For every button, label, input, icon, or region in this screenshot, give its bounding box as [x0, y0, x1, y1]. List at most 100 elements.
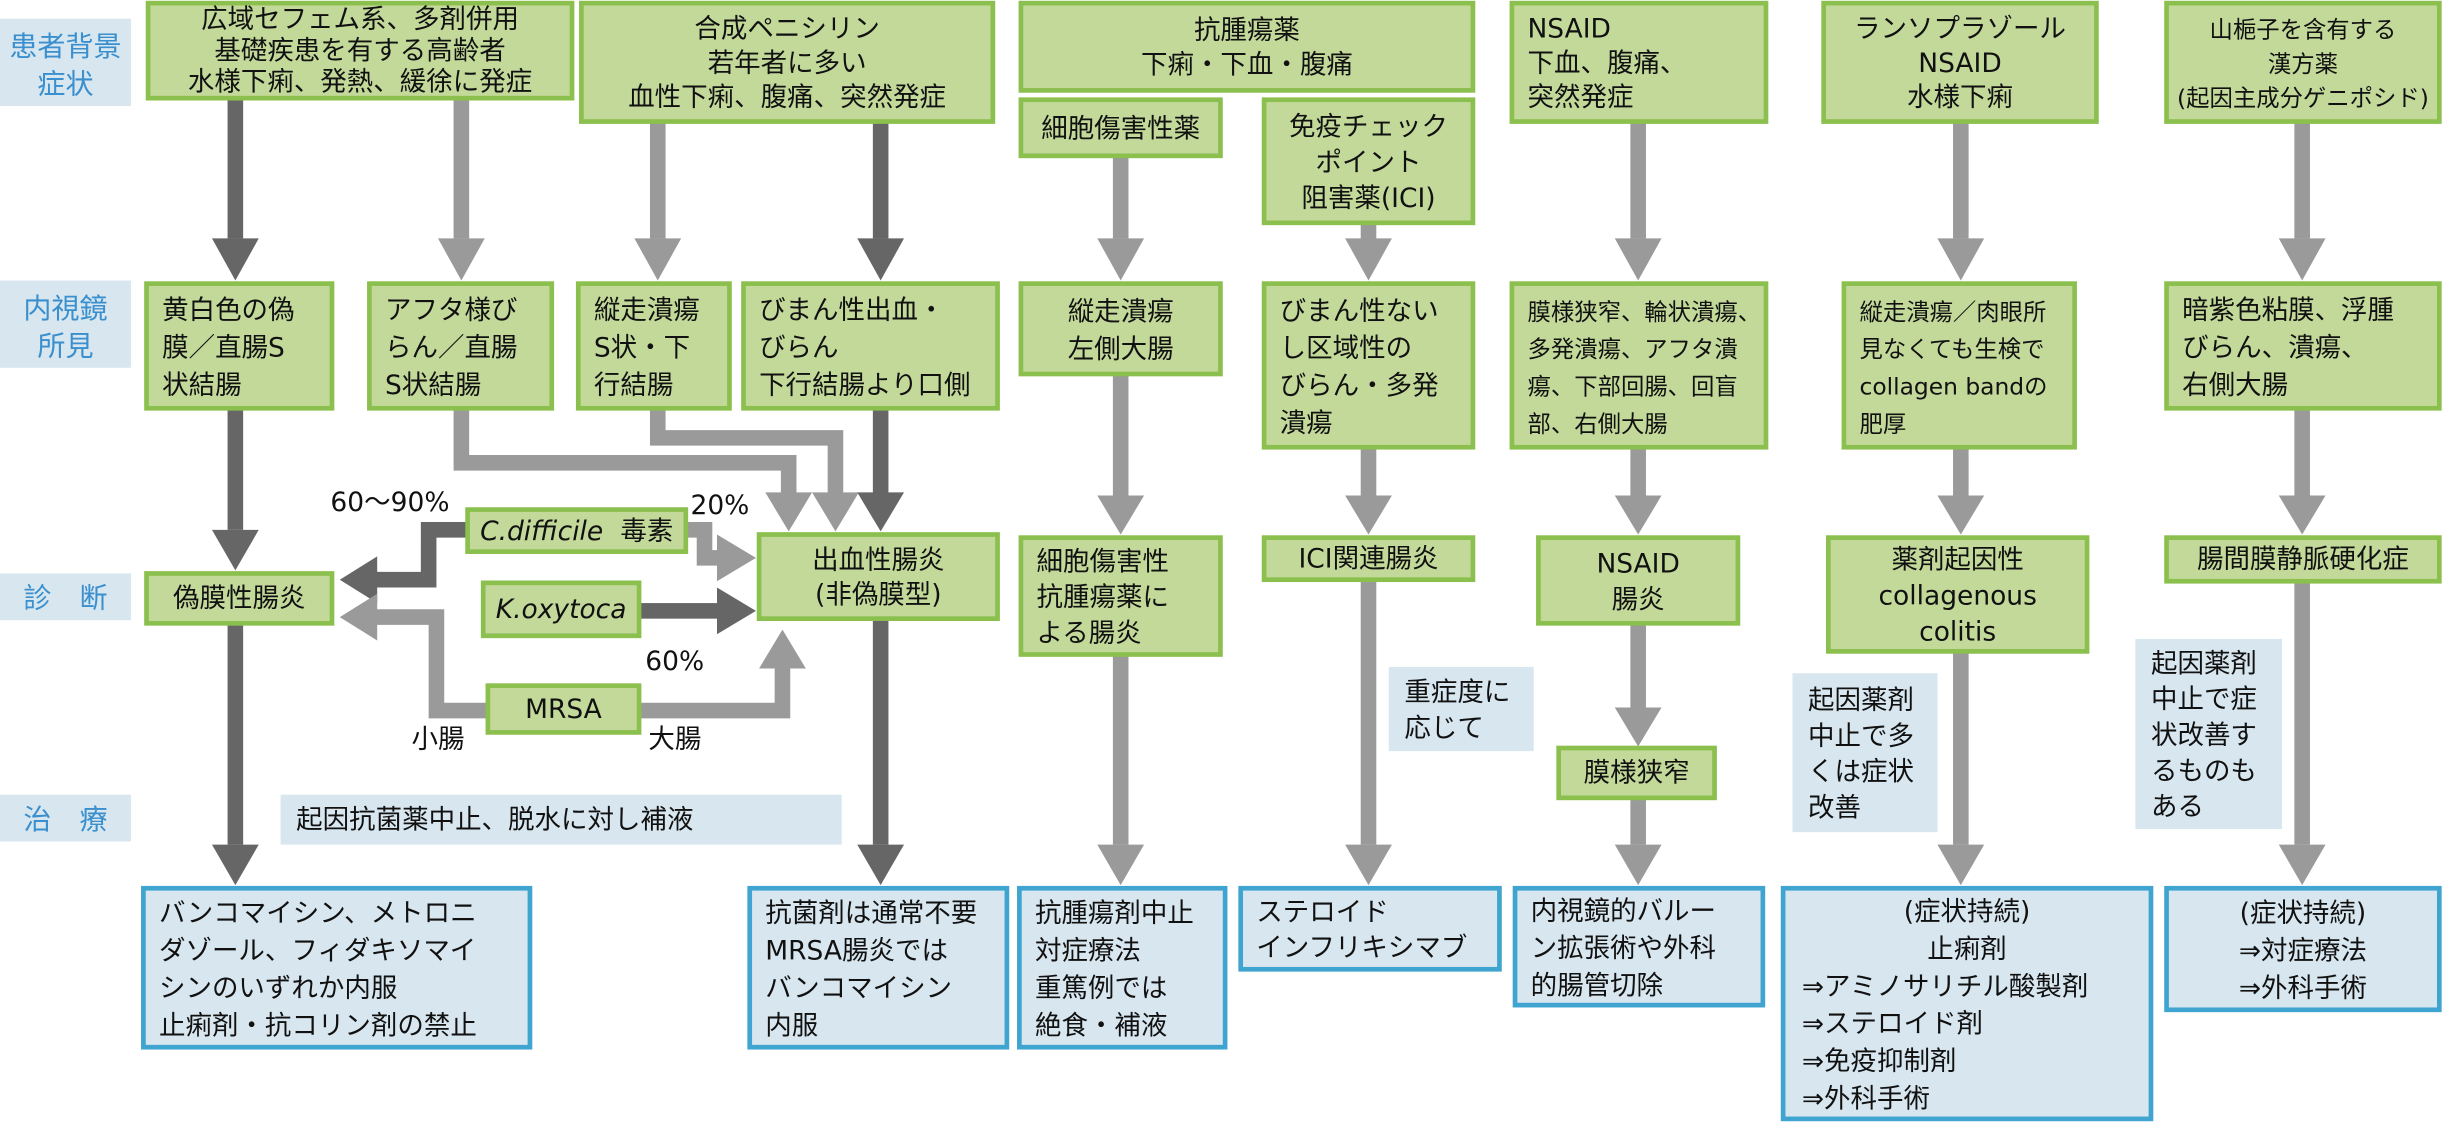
- row-label-treatment: 治 療: [0, 794, 131, 842]
- tx-collagenous-frame: [1780, 885, 2154, 1122]
- arrow-shaft: [649, 121, 666, 239]
- note-collagen-stop-text: 改善: [1808, 792, 1861, 823]
- dx-phlebosclerosis-text: 腸間膜静脈硬化症: [2197, 544, 2409, 575]
- arrow-head-down: [211, 844, 259, 886]
- arrow-path: [639, 666, 791, 719]
- arrow-head-down: [211, 238, 259, 281]
- endo-collagen-text: 縦走潰瘍／肉眼所: [1859, 298, 2046, 326]
- row-label-line: 内視鏡: [23, 292, 107, 325]
- arrow-head-down: [211, 529, 259, 571]
- endo-pseudomembrane-text: 状結腸: [162, 370, 241, 401]
- arrow-head-down: [634, 238, 682, 281]
- dx-cytotoxic-text: 抗腫瘍薬に: [1037, 582, 1169, 613]
- endo-longitudinal-frame: [575, 281, 732, 411]
- arrow-head-down: [857, 238, 905, 281]
- endo-pseudomembrane-frame: [144, 281, 335, 411]
- endo-sanshishi-text: 暗紫色粘膜、浮腫: [2182, 295, 2394, 326]
- arrow-head-down: [857, 492, 905, 532]
- arrow-head-down: [1097, 495, 1145, 535]
- endo-diffuse-text: びまん性出血・: [759, 295, 944, 326]
- bg-penicillin-text: 血性下痢、腹痛、突然発症: [628, 82, 946, 113]
- edge-label-small-intestine: 小腸: [411, 724, 464, 755]
- note-antibiotic-stop-frame: [280, 794, 842, 845]
- edge-label-60: 60%: [645, 646, 704, 677]
- tx-cytotoxic-text: 抗腫瘍剤中止: [1035, 898, 1194, 929]
- endo-ici-text: 潰瘍: [1280, 408, 1333, 439]
- endo-ici-text: びらん・多発: [1280, 371, 1439, 402]
- bg-cephem-frame: [145, 0, 575, 101]
- endo-sanshishi-text: びらん、潰瘍、: [2182, 332, 2367, 363]
- tx-phlebosclerosis-text: (症状持続): [2240, 898, 2367, 929]
- bg-sanshishi-text: (起因主成分ゲニポシド): [2177, 84, 2429, 112]
- dx-koxytoca-text: K.oxytoca: [496, 594, 627, 625]
- dx-hemorrhagic-frame: [756, 532, 1000, 621]
- arrow-head-down: [812, 492, 859, 532]
- arrow-shaft: [1630, 447, 1646, 496]
- bg-nsaid-text: 下血、腹痛、: [1528, 48, 1687, 79]
- tx-phlebosclerosis-frame: [2164, 885, 2442, 1013]
- endo-ici-text: し区域性の: [1280, 333, 1412, 364]
- endo-pseudomembrane-text: 膜／直腸S: [162, 332, 285, 363]
- tx-phlebosclerosis: (症状持続) ⇒対症療法 ⇒外科手術: [2164, 885, 2442, 1013]
- arrow-shaft: [872, 618, 889, 845]
- arrow-shaft: [1112, 374, 1129, 496]
- dx-phlebosclerosis-frame: [2164, 535, 2442, 584]
- tx-hemorrhagic-frame: [747, 885, 1010, 1050]
- arrow-shaft: [227, 623, 244, 845]
- arrow-path: [453, 408, 797, 496]
- tx-phlebosclerosis-text: ⇒対症療法: [2239, 935, 2367, 966]
- dx-mrsa: MRSA: [485, 683, 642, 735]
- endo-nsaid-text: 多発潰瘍、アフタ潰: [1528, 335, 1738, 363]
- endo-nsaid-frame: [1509, 281, 1769, 450]
- row-label-diagnosis: 診 断: [0, 573, 131, 621]
- note-antibiotic-stop-text: 起因抗菌薬中止、脱水に対し補液: [296, 804, 693, 835]
- dx-nsaid-frame: [1536, 535, 1741, 626]
- tx-ici-text: インフリキシマブ: [1256, 933, 1467, 964]
- nodes: 広域セフェム系、多剤併用基礎疾患を有する高齢者水様下痢、発熱、緩徐に発症合成ペニ…: [141, 0, 2442, 1122]
- bg-penicillin-text: 合成ペニシリン: [694, 14, 879, 45]
- note-antibiotic-stop: 起因抗菌薬中止、脱水に対し補液: [280, 794, 842, 845]
- note-severity-text: 応じて: [1404, 713, 1483, 744]
- arrow-shaft: [1953, 447, 1969, 496]
- endo-sanshishi-frame: [2164, 281, 2442, 411]
- arrow-head-down: [1614, 238, 1662, 281]
- edge-label-20: 20%: [690, 490, 749, 521]
- dx-koxytoca-frame: [480, 580, 642, 639]
- bg-antitumor-text: 下痢・下血・腹痛: [1141, 49, 1353, 80]
- dx-hemorrhagic: 出血性腸炎(非偽膜型): [756, 532, 1000, 621]
- endo-collagen-text: 肥厚: [1859, 410, 1906, 438]
- arrow-shaft: [1630, 797, 1646, 845]
- endo-diffuse-text: びらん: [759, 332, 838, 363]
- dx-cytotoxic-text: 細胞傷害性: [1037, 546, 1169, 577]
- bg-cytotoxic: 細胞傷害性薬: [1018, 97, 1223, 159]
- tx-ici-frame: [1238, 885, 1502, 972]
- note-severity-text: 重症度に: [1404, 677, 1510, 708]
- row-label-line: 患者背景: [9, 30, 121, 63]
- note-collagen-stop-text: 中止で多: [1808, 721, 1914, 752]
- dx-cdiff-text: 毒素: [620, 516, 673, 547]
- note-severity-frame: [1388, 666, 1534, 752]
- dx-koxytoca: K.oxytoca: [480, 580, 642, 639]
- row-label-endoscopy: 内視鏡 所見: [0, 280, 131, 368]
- arrow-head-down: [1614, 844, 1662, 886]
- tx-phlebosclerosis-text: ⇒外科手術: [2239, 973, 2367, 1004]
- tx-cytotoxic-text: 重篤例では: [1035, 973, 1167, 1004]
- dx-pseudomembranous: 偽膜性腸炎: [144, 571, 335, 626]
- dx-mrsa-text: MRSA: [525, 694, 602, 725]
- arrow-shaft: [2294, 121, 2310, 239]
- dx-hemorrhagic-text: (非偽膜型): [815, 579, 942, 610]
